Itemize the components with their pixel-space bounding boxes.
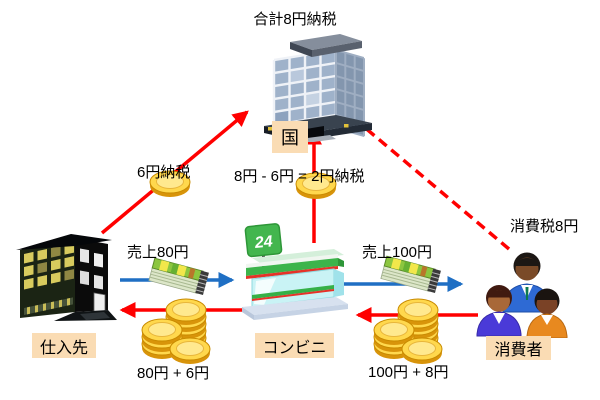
store-node-label: コンビニ: [255, 333, 334, 358]
consumers-icon: [476, 252, 568, 338]
person-right-icon: [526, 288, 568, 338]
flow-label-consumer-tax: 消費税8円: [510, 218, 579, 235]
store-24-sign: 24: [244, 223, 283, 258]
flow-label-sales-80: 売上80円: [127, 244, 189, 261]
coin-stack-icon: [373, 298, 443, 365]
flow-label-store-tax: 8円 - 6円 = 2円納税: [234, 168, 365, 185]
government-building-icon: [264, 34, 372, 142]
flow-label-supplier-tax: 6円納税: [137, 164, 191, 181]
flow-label-payment-100-8: 100円 + 8円: [368, 364, 449, 381]
consumers-node-label: 消費者: [486, 336, 551, 360]
convenience-store-icon: 24: [242, 223, 348, 320]
store-sign-24: 24: [253, 233, 274, 252]
supplier-building-icon: [16, 234, 117, 321]
coin-stack-icon: [141, 298, 211, 365]
flow-label-payment-80-6: 80円 + 6円: [137, 365, 210, 382]
diagram-title: 合計8円納税: [253, 11, 337, 28]
flow-label-sales-100: 売上100円: [362, 244, 433, 261]
tax-arrow-consumers-to-government-dashed: [342, 108, 511, 251]
supplier-node-label: 仕入先: [32, 333, 96, 358]
person-left-icon: [476, 285, 522, 337]
banknotes-icon: [148, 257, 210, 296]
government-node-label: 国: [272, 121, 308, 153]
